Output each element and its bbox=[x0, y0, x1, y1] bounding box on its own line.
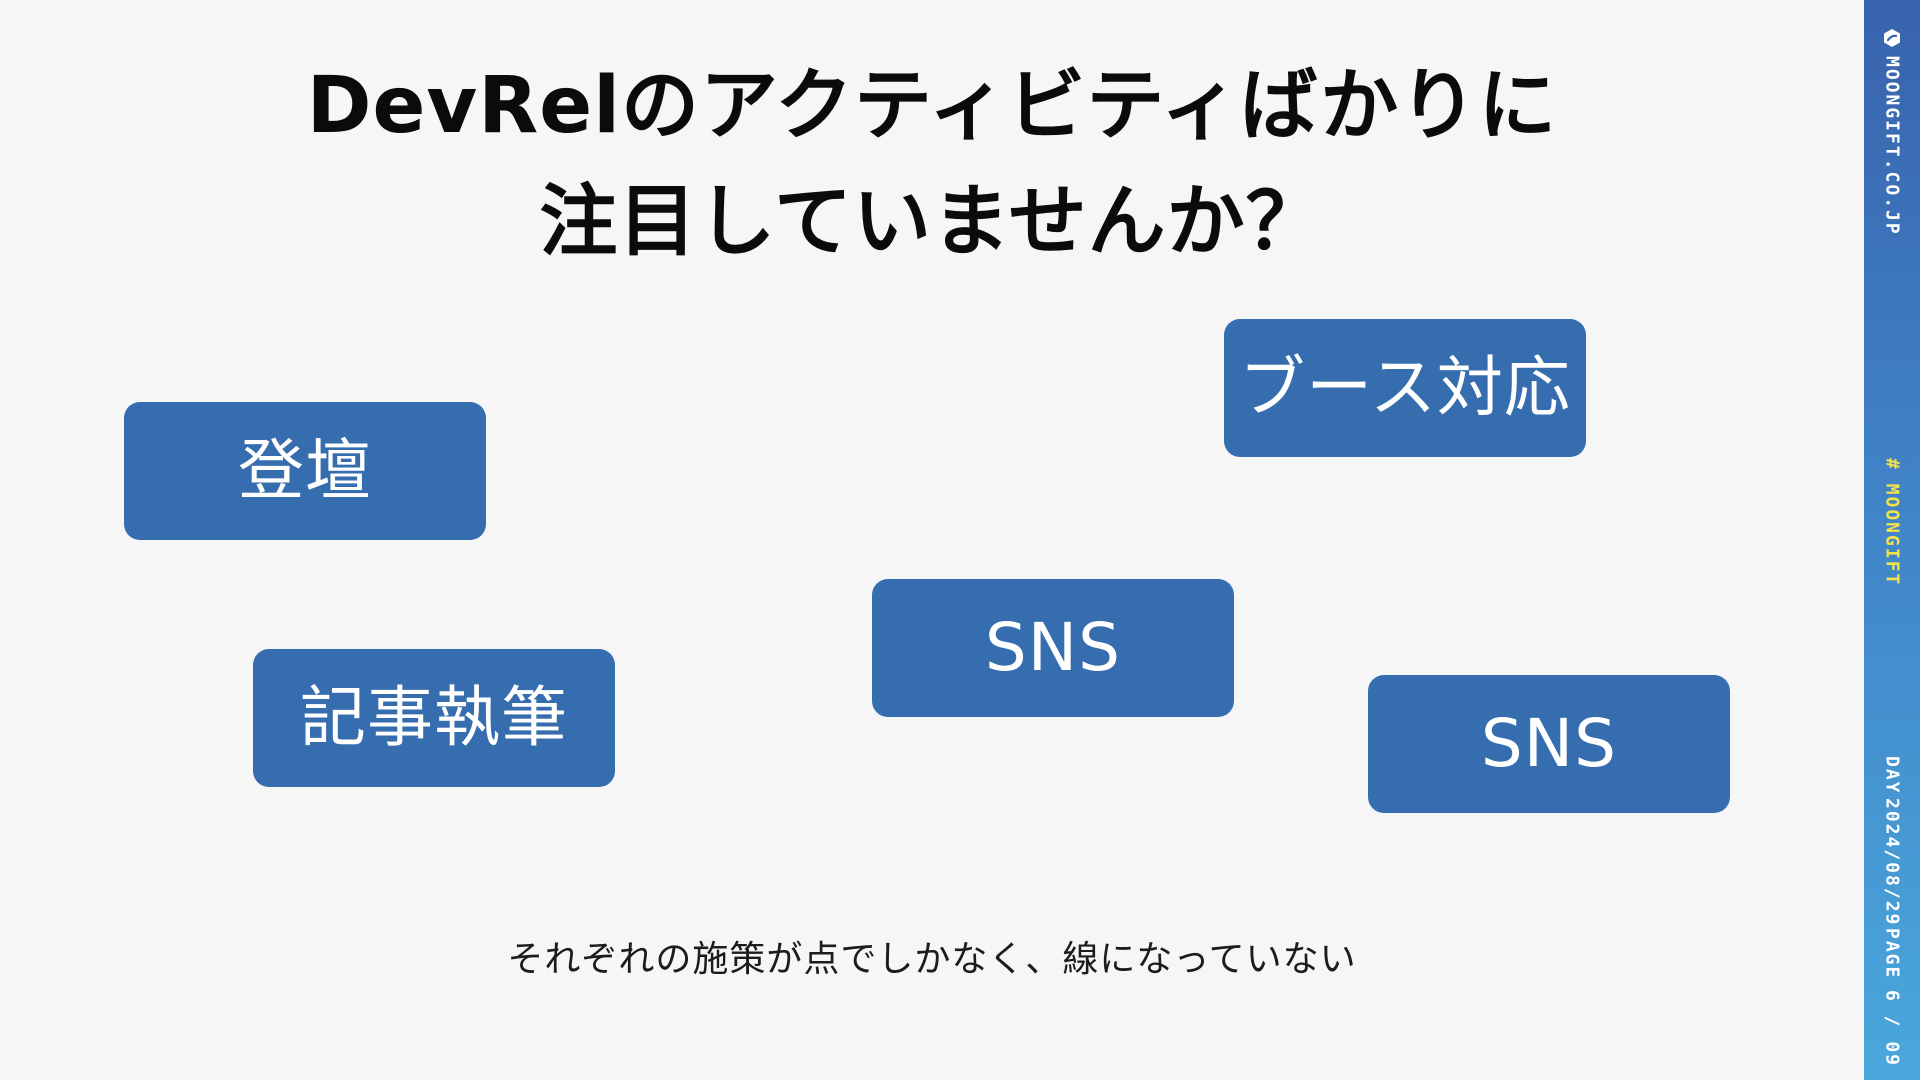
page-label: PAGE bbox=[1881, 928, 1903, 980]
page-number: 6 / 09 bbox=[1881, 990, 1903, 1068]
card-speaking: 登壇 bbox=[124, 402, 486, 540]
title-line-2: 注目していませんか？ bbox=[539, 177, 1325, 267]
card-sns-1: SNS bbox=[872, 579, 1234, 717]
date-value: 2024/08/29 bbox=[1881, 798, 1903, 927]
hashtag: # MOONGIFT bbox=[1881, 458, 1903, 587]
card-booth: ブース対応 bbox=[1224, 319, 1586, 457]
card-sns-2: SNS bbox=[1368, 675, 1730, 813]
sidebar: MOONGIFT.CO.JP # MOONGIFT DAY 2024/08/29… bbox=[1864, 0, 1920, 1080]
site-url: MOONGIFT.CO.JP bbox=[1881, 56, 1903, 236]
day-label: DAY bbox=[1881, 756, 1903, 795]
title-line-1: DevRelのアクティビティばかりに bbox=[306, 61, 1558, 151]
card-writing: 記事執筆 bbox=[253, 649, 615, 787]
slide-title: DevRelのアクティビティばかりに 注目していませんか？ bbox=[0, 48, 1864, 280]
moongift-logo-icon bbox=[1884, 29, 1900, 47]
slide-note: それぞれの施策が点でしかなく、線になっていない bbox=[507, 939, 1357, 980]
